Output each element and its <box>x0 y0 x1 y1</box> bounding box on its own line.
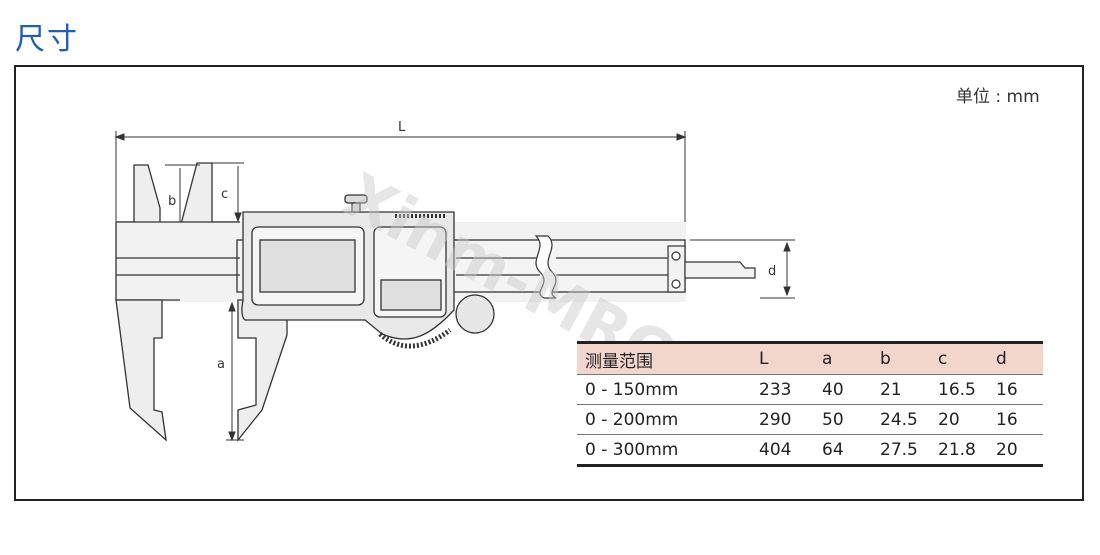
cell-d: 16 <box>988 374 1043 405</box>
beam-break <box>534 235 557 299</box>
table-row: 0 - 300mm 404 64 27.5 21.8 20 <box>577 434 1043 467</box>
cell-c: 21.8 <box>930 434 988 467</box>
unit-label: 单位 : mm <box>956 87 1040 107</box>
dimension-label-d: d <box>768 264 776 279</box>
header-a: a <box>814 341 872 375</box>
dimension-d <box>690 239 795 299</box>
cell-L: 290 <box>751 404 814 435</box>
cell-a: 40 <box>814 374 872 405</box>
cell-b: 24.5 <box>872 404 930 435</box>
cell-b: 27.5 <box>872 434 930 467</box>
dimension-label-c: c <box>221 187 228 202</box>
specification-table: 测量范围 L a b c d 0 - 150mm 233 40 21 16.5 … <box>577 341 1043 467</box>
depth-bar <box>667 245 756 293</box>
dimension-label-b: b <box>168 194 176 209</box>
dimension-label-a: a <box>217 357 225 372</box>
dimension-a <box>226 301 244 442</box>
cell-range: 0 - 300mm <box>577 434 751 467</box>
cell-range: 0 - 150mm <box>577 374 751 405</box>
page-title: 尺寸 <box>15 22 79 57</box>
dimension-label-L: L <box>398 120 406 135</box>
header-measuring-range: 测量范围 <box>577 341 751 375</box>
cell-d: 20 <box>988 434 1043 467</box>
drawing-frame <box>14 65 1084 501</box>
cell-a: 50 <box>814 404 872 435</box>
dimension-c <box>212 162 244 223</box>
header-b: b <box>872 341 930 375</box>
header-c: c <box>930 341 988 375</box>
header-d: d <box>988 341 1043 375</box>
lower-jaws <box>115 299 288 442</box>
cell-a: 64 <box>814 434 872 467</box>
cell-L: 404 <box>751 434 814 467</box>
table-row: 0 - 150mm 233 40 21 16.5 16 <box>577 374 1043 405</box>
cell-c: 16.5 <box>930 374 988 405</box>
cell-d: 16 <box>988 404 1043 435</box>
header-L: L <box>751 341 814 375</box>
table-header-row: 测量范围 L a b c d <box>577 341 1043 375</box>
table-row: 0 - 200mm 290 50 24.5 20 16 <box>577 404 1043 435</box>
cell-L: 233 <box>751 374 814 405</box>
dimension-L <box>114 131 687 240</box>
cell-b: 21 <box>872 374 930 405</box>
cell-c: 20 <box>930 404 988 435</box>
cell-range: 0 - 200mm <box>577 404 751 435</box>
slider-body <box>241 194 495 349</box>
